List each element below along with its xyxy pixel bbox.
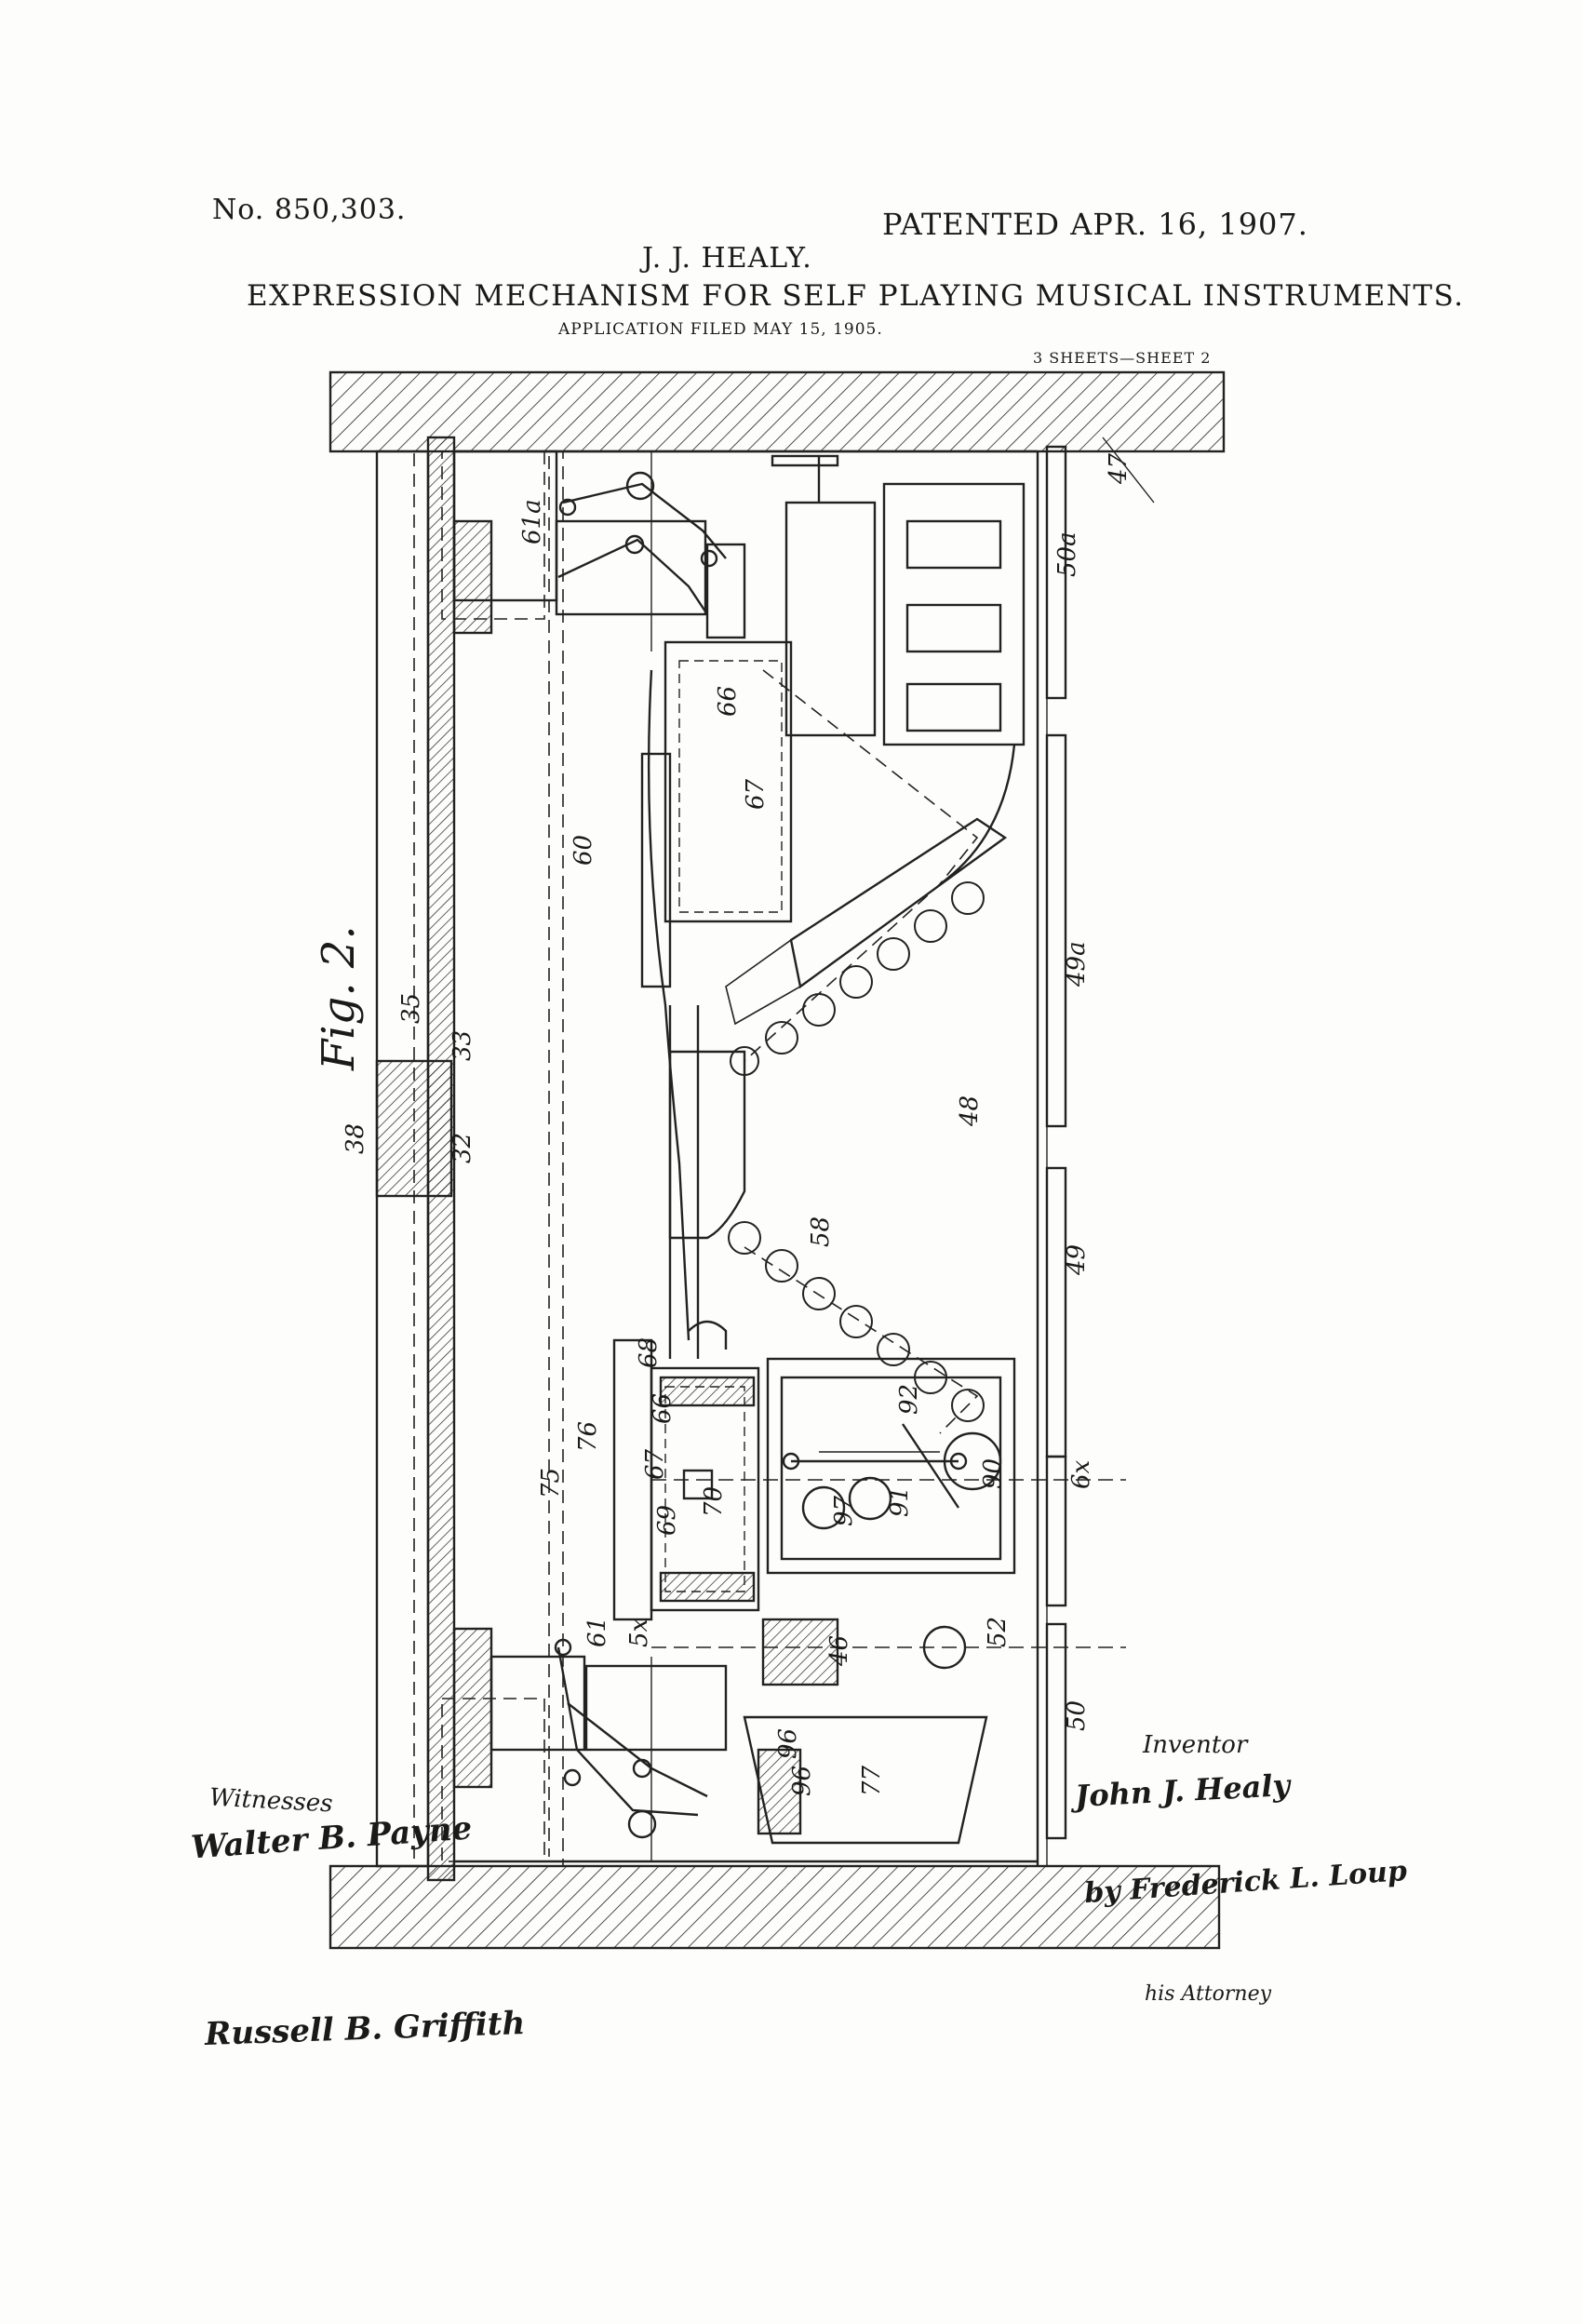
reference-numeral: 96	[788, 1766, 816, 1796]
reference-numeral: 6x	[1067, 1459, 1095, 1489]
inventor-label: Inventor	[1143, 1731, 1248, 1759]
figure-caption: Fig. 2.	[313, 925, 365, 1071]
sheet-count: 3 SHEETS—SHEET 2	[1033, 349, 1212, 367]
reference-numeral: 75	[537, 1468, 565, 1498]
top-frame-bar	[328, 370, 1226, 453]
patent-date: PATENTED APR. 16, 1907.	[882, 207, 1308, 242]
reference-numeral: 91	[886, 1486, 914, 1517]
reference-numeral: 92	[895, 1384, 923, 1415]
reference-numeral: 49	[1063, 1244, 1091, 1276]
reference-numeral: 70	[700, 1486, 728, 1517]
reference-numeral: 48	[956, 1095, 984, 1127]
front-board-6x	[1045, 1455, 1067, 1607]
reference-numeral: 61	[583, 1617, 611, 1647]
reference-numeral: 96	[774, 1728, 802, 1759]
reference-numeral: 47	[1105, 452, 1133, 485]
document-title: EXPRESSION MECHANISM FOR SELF PLAYING MU…	[247, 279, 1465, 313]
front-board-50a	[1045, 445, 1067, 700]
reference-numeral: 61a	[518, 499, 546, 544]
front-board-50	[1045, 1622, 1067, 1840]
patent-number: No. 850,303.	[212, 194, 407, 226]
bottom-frame-bar	[328, 1864, 1221, 1950]
pneumatic-chest-upper	[664, 640, 793, 923]
bellows-cluster	[375, 1059, 453, 1198]
reference-numeral: 66	[649, 1393, 677, 1424]
reference-numeral: 33	[449, 1030, 476, 1061]
application-filed: APPLICATION FILED MAY 15, 1905.	[558, 320, 883, 339]
reference-numeral: 52	[984, 1617, 1012, 1647]
reference-numeral: 66	[714, 686, 742, 717]
reference-numeral: 32	[449, 1133, 476, 1163]
valve-block	[882, 482, 1026, 746]
reference-numeral: 38	[342, 1123, 369, 1154]
reference-numeral: 67	[742, 778, 770, 810]
reference-numeral: 49a	[1063, 941, 1091, 987]
reference-numeral: 50	[1063, 1700, 1091, 1731]
attorney-label: his Attorney	[1145, 1982, 1272, 2006]
reference-numeral: 67	[641, 1448, 669, 1480]
reference-numeral: 50a	[1053, 531, 1081, 577]
reference-numeral: 60	[570, 835, 597, 866]
reference-numeral: 69	[653, 1505, 681, 1536]
front-board-49	[1045, 1166, 1067, 1458]
reference-numeral: 68	[635, 1337, 663, 1368]
reference-numeral: 90	[979, 1458, 1007, 1489]
reference-numeral: 77	[858, 1765, 886, 1796]
reference-numeral: 5x	[625, 1618, 653, 1647]
reference-numeral: 76	[574, 1421, 602, 1452]
reference-numeral: 46	[825, 1635, 853, 1667]
reference-numeral: 97	[830, 1495, 858, 1526]
reference-numeral: 58	[807, 1216, 835, 1247]
gauge-box	[766, 1357, 1016, 1575]
reference-numeral: 35	[397, 993, 425, 1024]
front-board-49a	[1045, 733, 1067, 1128]
inventor-name: J. J. HEALY.	[642, 242, 812, 275]
